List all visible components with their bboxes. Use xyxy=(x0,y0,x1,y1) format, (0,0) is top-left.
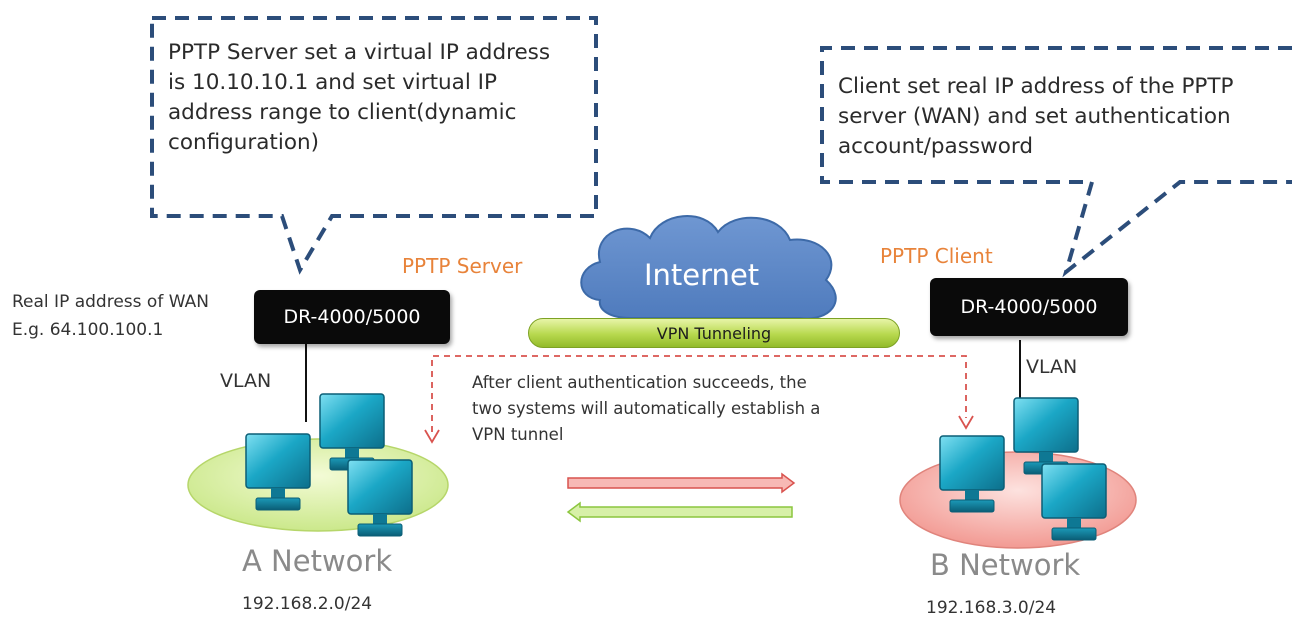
wan-note-line1: Real IP address of WAN xyxy=(12,292,209,312)
server-callout-line: PPTP Server set a virtual IP address xyxy=(168,40,551,65)
tunnel-note-line: VPN tunnel xyxy=(472,425,564,444)
vpn-tunnel-bar: VPN Tunneling xyxy=(528,318,900,348)
vpn-tunnel-label: VPN Tunneling xyxy=(656,324,772,343)
network-a-subnet: 192.168.2.0/24 xyxy=(242,594,373,614)
server-role-label: PPTP Server xyxy=(402,254,523,278)
server-device: DR-4000/5000 xyxy=(254,290,450,344)
client-callout-line: server (WAN) and set authentication xyxy=(838,104,1231,129)
server-callout-line: is 10.10.10.1 and set virtual IP xyxy=(168,70,497,95)
client-device: DR-4000/5000 xyxy=(930,278,1128,336)
network-b-name: B Network xyxy=(930,548,1081,582)
tunnel-note: After client authentication succeeds, th… xyxy=(472,370,912,448)
arrow-icon xyxy=(424,429,440,444)
network-a-name: A Network xyxy=(242,544,393,578)
arrow-icon xyxy=(567,472,796,494)
client-device-label: DR-4000/5000 xyxy=(960,296,1098,318)
wan-note-line2: E.g. 64.100.100.1 xyxy=(12,320,164,340)
tunnel-note-line: two systems will automatically establish… xyxy=(472,399,821,418)
tunnel-note-line: After client authentication succeeds, th… xyxy=(472,373,807,392)
server-callout-line: address range to client(dynamic xyxy=(168,100,517,125)
server-vlan-label: VLAN xyxy=(220,370,272,392)
arrow-icon xyxy=(566,501,793,523)
internet-label: Internet xyxy=(644,258,760,292)
cloud-icon xyxy=(580,215,837,320)
client-role-label: PPTP Client xyxy=(880,244,993,268)
client-vlan-label: VLAN xyxy=(1026,356,1078,378)
network-b-subnet: 192.168.3.0/24 xyxy=(926,598,1057,618)
tunnel-establish-arrow xyxy=(431,355,967,432)
server-callout-line: configuration) xyxy=(168,130,320,155)
client-callout-line: Client set real IP address of the PPTP xyxy=(838,74,1234,99)
server-callout-shape xyxy=(150,16,598,275)
client-callout-shape xyxy=(820,46,1292,278)
arrow-icon xyxy=(958,415,974,430)
server-device-label: DR-4000/5000 xyxy=(283,306,421,328)
client-callout: Client set real IP address of the PPTP s… xyxy=(838,72,1234,162)
client-callout-line: account/password xyxy=(838,134,1033,159)
server-callout: PPTP Server set a virtual IP address is … xyxy=(168,38,550,158)
